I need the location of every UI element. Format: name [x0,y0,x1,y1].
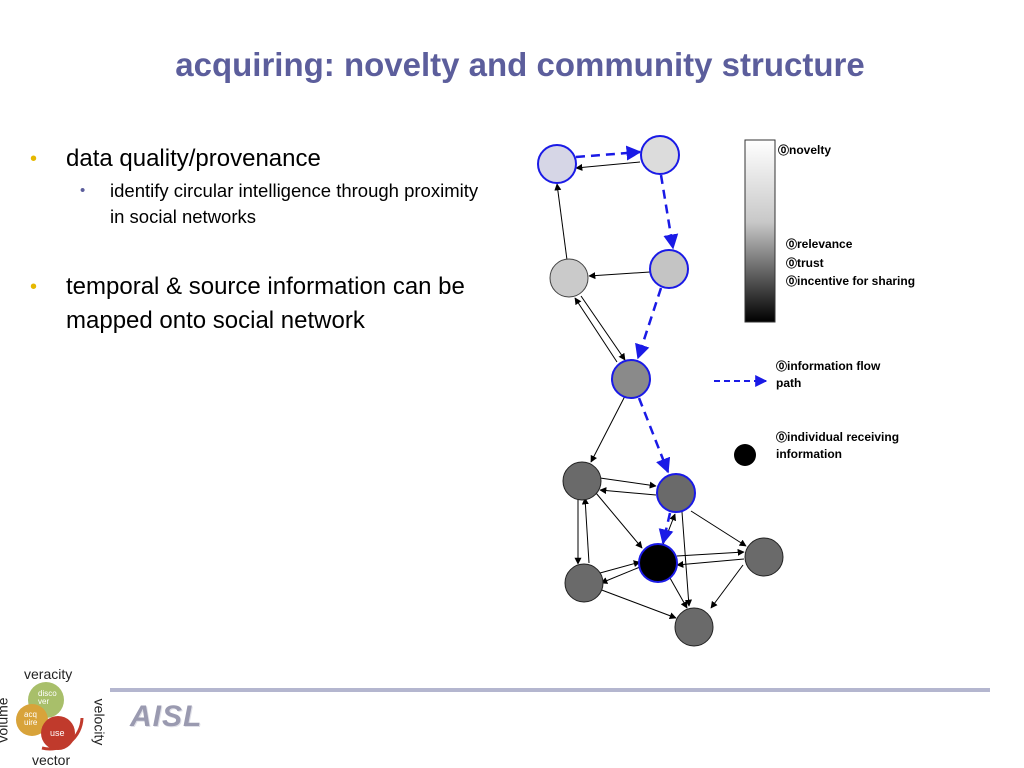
legend-marker-icon: ⓪ [786,258,797,270]
bullet-list: • data quality/provenance • identify cir… [30,142,480,340]
sub-bullet-dot-icon: • [80,182,86,199]
logo-label-discover: disco ver [38,689,57,706]
legend-receiver-icon [734,444,756,466]
bullet-dot-icon: • [30,148,38,170]
network-node [611,359,651,399]
sub-bullet-item: • identify circular intelligence through… [30,178,480,230]
network-node [674,607,714,647]
logo-label-acquire: acq uire [24,710,38,727]
receiver-node [638,543,678,583]
legend-marker-icon: ⓪ [786,276,797,288]
gradient-scale-bar [744,139,776,323]
bullet-text: data quality/provenance [66,145,321,172]
logo-label-volume: volume [0,697,11,743]
information-flow-path [575,145,679,545]
legend-relevance: ⓪relevance [786,237,853,251]
legend-incentive: ⓪incentive for sharing [786,274,916,288]
logo-label-vector: vector [32,752,71,768]
legend-novelty: ⓪novelty [778,143,832,157]
footer-divider [110,688,990,692]
bullet-text: temporal & source information can be map… [66,273,465,334]
legend-receiver: ⓪individual receiving information [776,430,900,461]
network-node [549,258,589,298]
sub-bullet-text: identify circular intelligence through p… [110,180,479,227]
network-node [640,135,680,175]
legend-marker-icon: ⓪ [776,361,787,373]
logo-label-veracity: veracity [24,666,73,682]
legend-trust: ⓪trust [786,256,824,270]
legend-flow-path: ⓪information flow path [776,359,881,390]
logo-label-velocity: velocity [91,698,108,746]
bullet-item: • data quality/provenance [30,142,480,176]
network-node [562,461,602,501]
slide-title: acquiring: novelty and community structu… [175,46,865,83]
network-node [744,537,784,577]
network-node [537,144,577,184]
network-node [649,249,689,289]
network-node [564,563,604,603]
legend-marker-icon: ⓪ [776,432,787,444]
aisl-logo: AISL [130,700,203,733]
aisl-logo-graphic [16,682,84,751]
network-nodes [537,135,784,647]
network-node [656,473,696,513]
logo-label-use: use [50,728,65,738]
legend-marker-icon: ⓪ [786,239,797,251]
bullet-item: • temporal & source information can be m… [30,270,480,338]
bullet-dot-icon: • [30,276,38,298]
legend-marker-icon: ⓪ [778,145,789,157]
